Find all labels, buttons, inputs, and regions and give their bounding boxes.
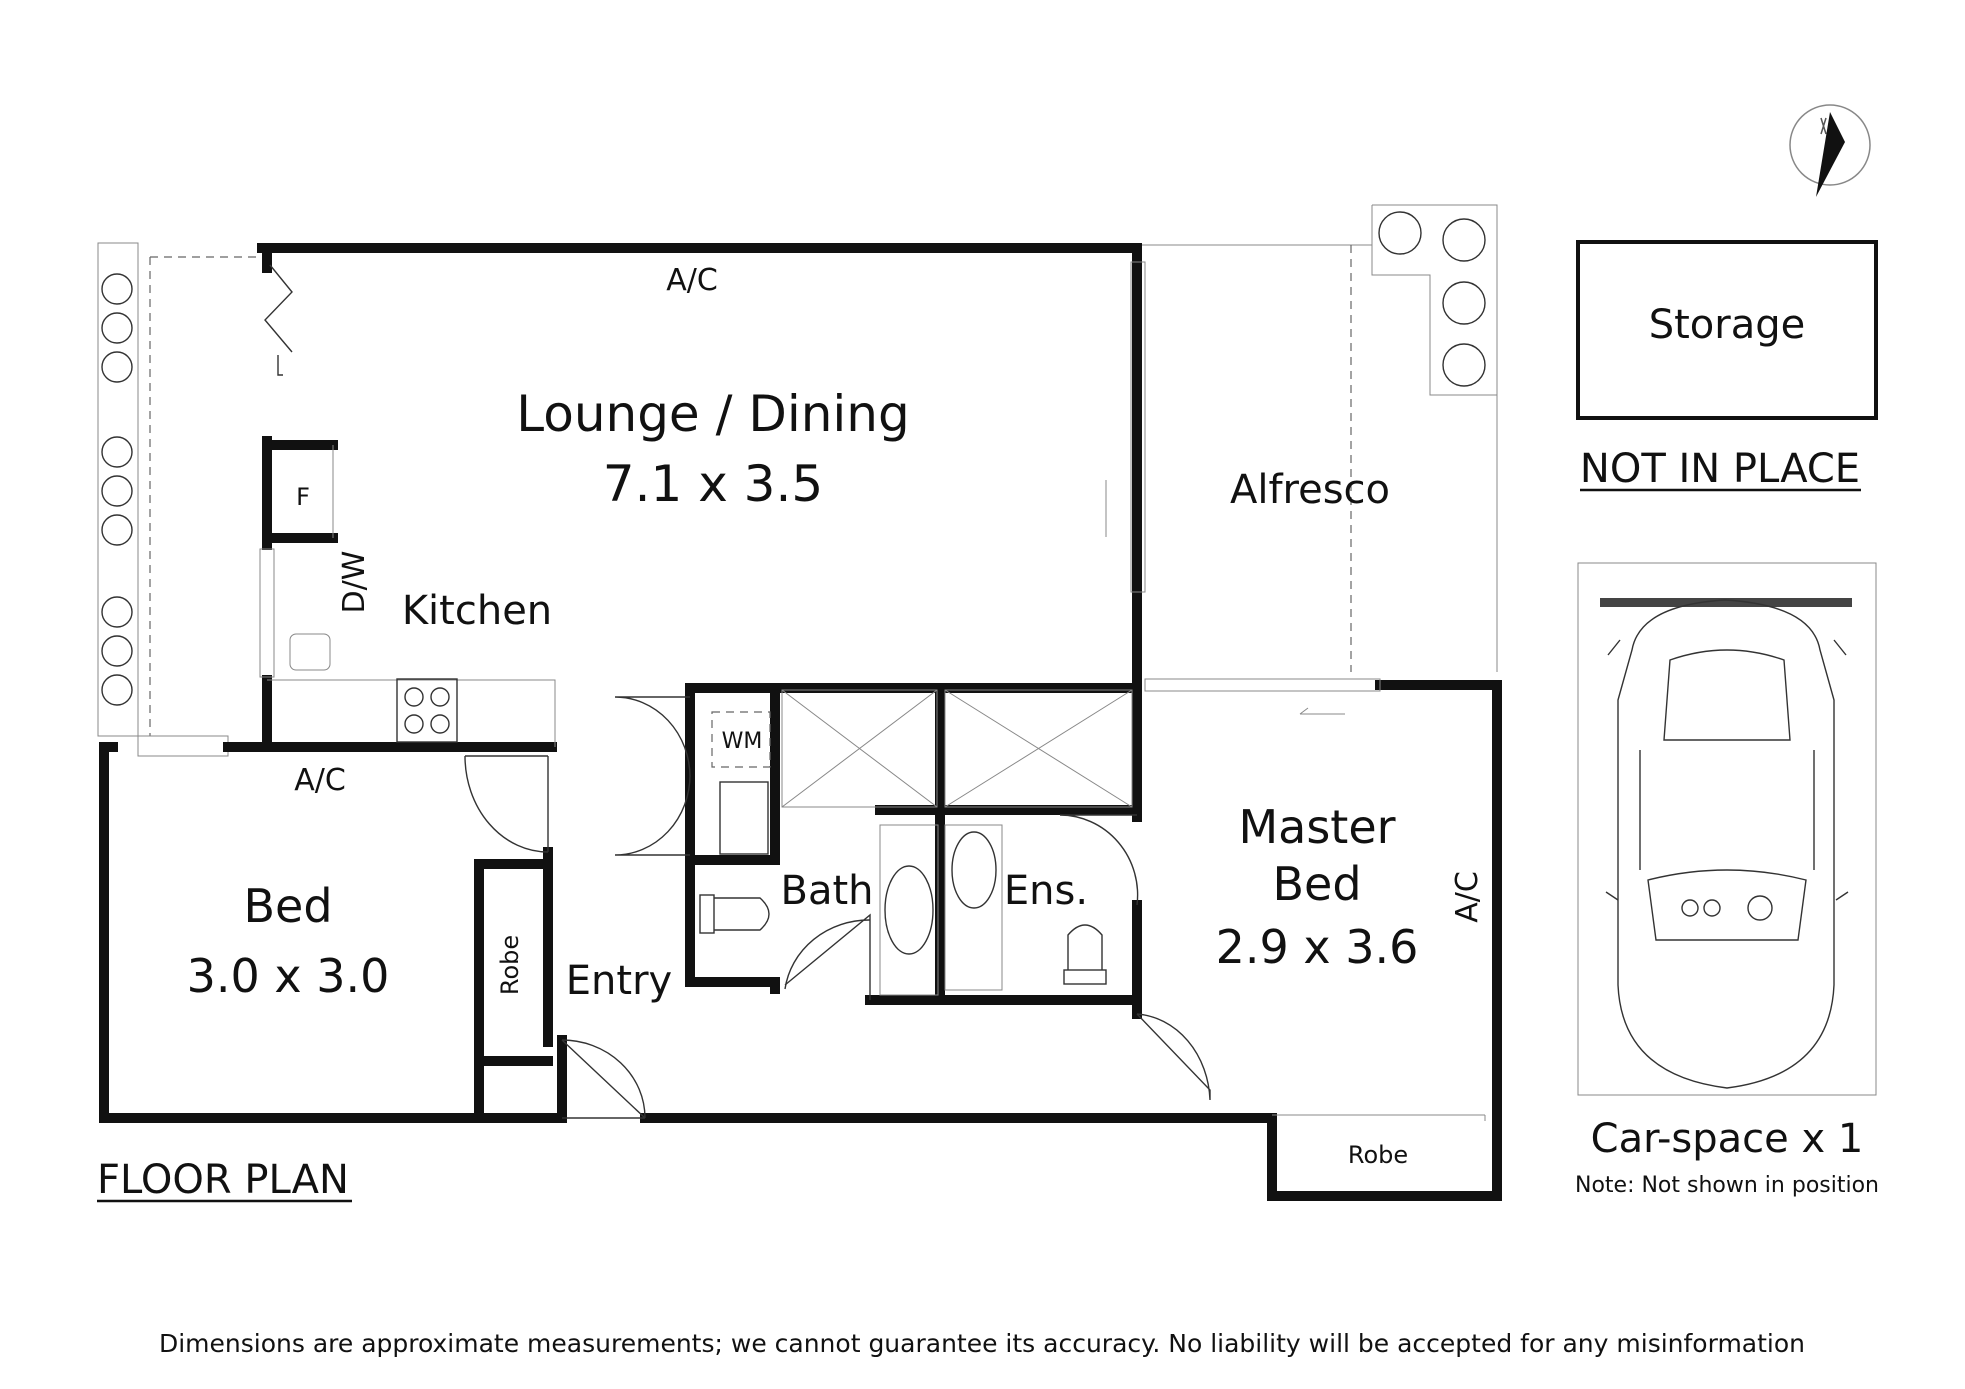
left-garden (97, 242, 262, 757)
plan-title: FLOOR PLAN (97, 1157, 352, 1203)
disclaimer-text: Dimensions are approximate measurements;… (159, 1329, 1805, 1358)
ac-label: A/C (294, 763, 346, 798)
sink-icon (289, 633, 331, 671)
stove-icon (396, 678, 458, 743)
floor-plan-title: FLOOR PLAN (97, 1157, 349, 1203)
toilet-icon (699, 894, 770, 934)
carspace-panel: Car-space x 1 Note: Not shown in positio… (1575, 562, 1879, 1198)
sink-icon (719, 781, 769, 855)
bed-title: Bed (243, 879, 332, 933)
master-bed-dims: 2.9 x 3.6 (1216, 920, 1419, 974)
storage-label: Storage (1649, 302, 1806, 348)
alfresco-area (1140, 204, 1498, 672)
ac-label: A/C (666, 263, 718, 298)
carspace-note: Note: Not shown in position (1575, 1173, 1879, 1198)
master-bed-title-line1: Master (1238, 800, 1395, 854)
walls (99, 243, 1502, 1201)
fixtures (267, 445, 1133, 996)
planter-icon (1378, 211, 1486, 387)
toilet-icon (1063, 924, 1107, 985)
compass-icon (1789, 104, 1871, 197)
alfresco-label: Alfresco (1230, 467, 1390, 513)
washing-machine-bay (711, 711, 771, 768)
bathtub-icon (879, 824, 939, 996)
room-labels: A/C Lounge / Dining 7.1 x 3.5 Alfresco F… (187, 263, 1485, 1169)
bed-dims: 3.0 x 3.0 (187, 949, 390, 1003)
lounge-dining-title: Lounge / Dining (516, 385, 909, 443)
master-bed-title-line2: Bed (1272, 857, 1361, 911)
openings (259, 261, 1486, 1121)
ac-label: A/C (1450, 871, 1485, 923)
carspace-label: Car-space x 1 (1591, 1116, 1864, 1162)
bed-robe-label: Robe (496, 935, 524, 995)
storage-panel: Storage NOT IN PLACE (1576, 240, 1878, 492)
master-robe-label: Robe (1348, 1141, 1408, 1169)
car-icon (1600, 598, 1852, 1089)
entry-label: Entry (566, 958, 672, 1004)
storage-status: NOT IN PLACE (1580, 446, 1860, 492)
planter-icon (101, 273, 133, 706)
lounge-dining-dims: 7.1 x 3.5 (603, 455, 823, 513)
bathtub-icon (944, 824, 1003, 991)
storage-box (1576, 240, 1878, 420)
kitchen-label: Kitchen (402, 588, 552, 634)
dishwasher-label: D/W (337, 551, 372, 614)
bath-label: Bath (781, 868, 874, 914)
washing-machine-label: WM (722, 729, 763, 754)
carspace-bay (1577, 562, 1877, 1096)
ensuite-label: Ens. (1004, 868, 1088, 914)
fridge-label: F (296, 483, 310, 511)
